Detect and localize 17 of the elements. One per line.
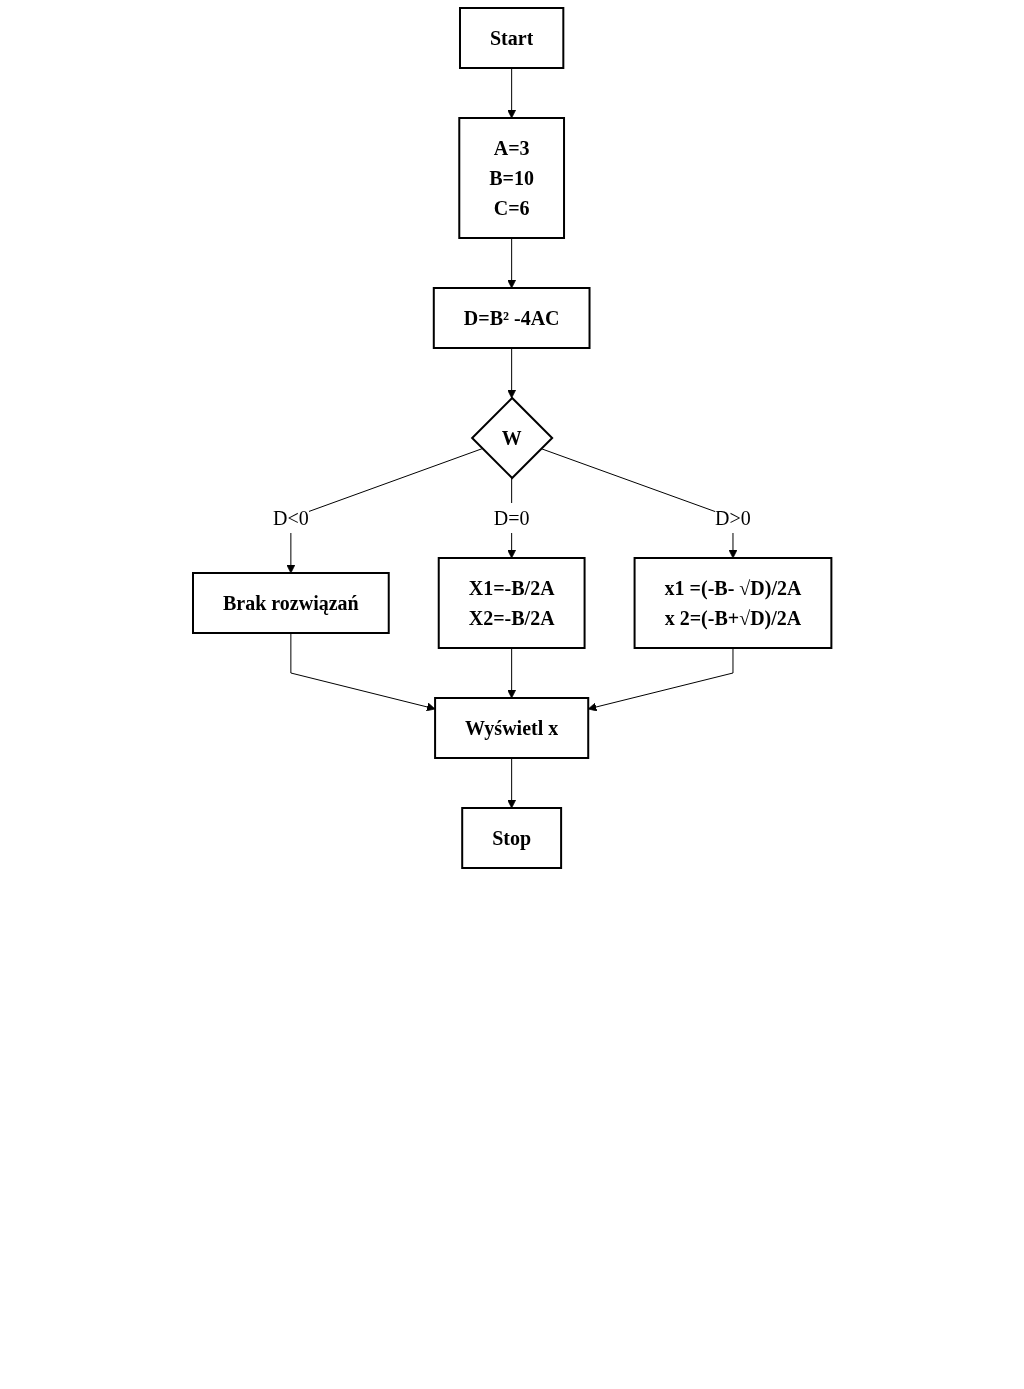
- node-box: X1=-B/2A X2=-B/2A: [437, 557, 586, 649]
- node-box: Brak rozwiązań: [191, 572, 390, 634]
- arrow: [507, 757, 516, 809]
- edge-label: D<0: [272, 507, 309, 529]
- node-box: A=3 B=10 C=6: [458, 117, 565, 239]
- arrow: [507, 647, 516, 699]
- arrow: [507, 237, 516, 289]
- arrow: [507, 67, 516, 119]
- node-box: Stop: [461, 807, 562, 869]
- node-box: Start: [458, 7, 565, 69]
- edge-label: D=0: [493, 507, 530, 529]
- node-box: D=B² -4AC: [432, 287, 591, 349]
- node-diamond: W: [470, 396, 554, 480]
- arrow: [507, 347, 516, 399]
- edge-label: D>0: [714, 507, 751, 529]
- node-box: x1 =(-B- √D)/2A x 2=(-B+√D)/2A: [633, 557, 833, 649]
- node-box: Wyświetl x: [433, 697, 590, 759]
